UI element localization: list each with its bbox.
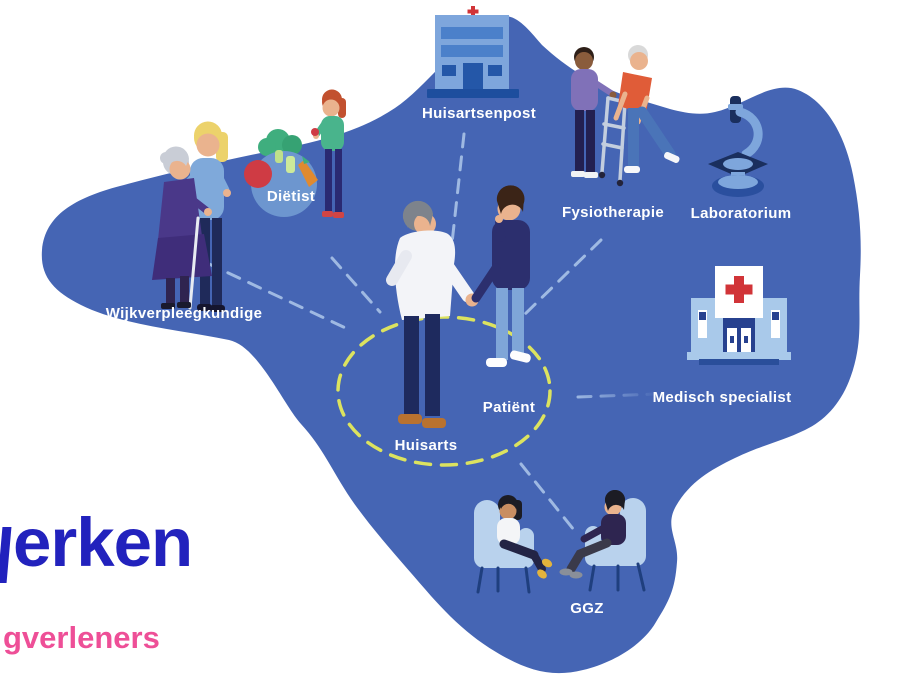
therapy-session-illustration	[474, 489, 646, 594]
label-ggz: GGZ	[570, 600, 604, 617]
connector-huisartsenpost	[449, 132, 466, 254]
district-nurse-illustration	[152, 121, 231, 312]
patient-doctor-circle	[336, 315, 552, 467]
hospital-building-icon	[427, 3, 519, 98]
microscope-icon	[708, 96, 768, 197]
label-fysiotherapie: Fysiotherapie	[561, 204, 665, 221]
clinic-building-icon	[687, 266, 791, 365]
label-patient: Patiënt	[482, 399, 536, 416]
label-wijkverpleegkundige: Wijkverpleegkundige	[105, 305, 263, 322]
connector-ggz	[519, 462, 576, 532]
page-subtitle: gverleners	[3, 620, 160, 655]
doctor-patient-illustration	[386, 185, 531, 428]
label-laboratorium: Laboratorium	[690, 205, 792, 222]
connector-medisch-specialist	[576, 392, 657, 399]
connector-lines	[205, 132, 657, 532]
label-huisartsenpost: Huisartsenpost	[421, 105, 537, 122]
page-title: erken	[13, 504, 193, 581]
connector-wijkverpleegkundige	[205, 261, 354, 333]
connector-fysiotherapie	[522, 238, 603, 317]
label-medisch-specialist: Medisch specialist	[652, 389, 792, 406]
connector-dietist	[330, 256, 382, 314]
label-huisarts: Huisarts	[394, 437, 458, 454]
label-dietist: Diëtist	[266, 188, 316, 205]
physiotherapy-walker-illustration	[571, 45, 680, 187]
dietitian-groceries-illustration	[244, 89, 346, 218]
